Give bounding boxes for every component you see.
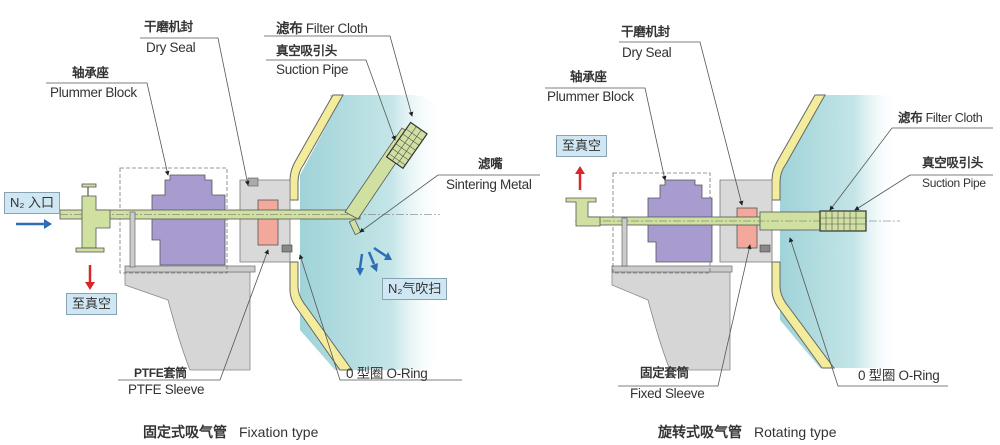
left-vessel-jacket	[289, 94, 344, 201]
right-oring-label: 0 型圈 O-Ring	[858, 368, 940, 383]
left-dry-seal-label-zh: 干磨机封	[144, 20, 193, 34]
right-filter-cloth-label-zh: 滤布	[898, 111, 923, 125]
left-oring-label: 0 型圈 O-Ring	[346, 366, 428, 381]
left-vessel-jacket-lower	[289, 261, 353, 371]
left-caption-zh: 固定式吸气管	[143, 424, 227, 440]
right-dry-seal-label-zh: 干磨机封	[621, 25, 670, 39]
leader-suction-pipe-right	[854, 174, 993, 211]
right-rotating-diagram	[545, 41, 993, 387]
right-dry-seal-label-en: Dry Seal	[622, 45, 672, 60]
leader-plummer-right	[545, 87, 667, 181]
leader-oring-right	[788, 237, 948, 387]
leader-ptfe-left	[118, 249, 269, 381]
right-vessel-jacket-lower	[771, 261, 835, 369]
left-base-plate	[124, 265, 256, 273]
left-n2-purge-arrows	[356, 246, 392, 276]
left-ptfe-label-zh: PTFE套筒	[134, 366, 187, 380]
right-vessel-jacket	[771, 94, 826, 201]
right-fixed-sleeve-label-en: Fixed Sleeve	[630, 386, 705, 401]
leader-plummer-left	[46, 82, 170, 176]
leader-sintering-left	[359, 174, 540, 233]
leader-suction-pipe-left	[266, 59, 396, 141]
right-suction-label-zh: 真空吸引头	[922, 156, 984, 170]
left-caption-en: Fixation type	[239, 424, 319, 440]
right-fixed-sleeve-label-zh: 固定套筒	[640, 366, 689, 380]
right-suction-label-en: Suction Pipe	[922, 176, 986, 190]
left-n2-purge-tag: N₂气吹扫	[382, 278, 448, 300]
leader-dry-seal-right	[619, 41, 744, 206]
left-dry-seal-label-en: Dry Seal	[146, 40, 196, 55]
left-sintering-label-zh: 滤嘴	[478, 157, 503, 171]
leader-filter-cloth-right	[829, 127, 993, 211]
left-caption: 固定式吸气管 Fixation type	[143, 422, 318, 442]
left-filter-cloth-label: 滤布 Filter Cloth	[276, 21, 368, 36]
left-sintering-nozzle	[348, 218, 362, 236]
right-caption: 旋转式吸气管 Rotating type	[658, 422, 837, 442]
left-sintering-label-en: Sintering Metal	[446, 177, 532, 192]
left-ptfe-label-en: PTFE Sleeve	[128, 382, 205, 397]
leader-dry-seal-left	[140, 37, 250, 186]
left-plummer-label-en: Plummer Block	[50, 85, 137, 100]
left-filter-cloth-label-en: Filter Cloth	[305, 21, 368, 36]
leader-oring-left	[298, 254, 462, 381]
right-suction-head	[819, 210, 867, 232]
left-to-vacuum-tag: 至真空	[66, 293, 118, 315]
right-support-stand	[611, 271, 731, 371]
left-filter-cloth-label-zh: 滤布	[276, 21, 303, 36]
left-suction-head	[385, 121, 428, 170]
right-filter-cloth-label: 滤布 Filter Cloth	[898, 111, 983, 126]
right-caption-en: Rotating type	[754, 424, 837, 440]
right-to-vacuum-tag: 至真空	[556, 135, 608, 157]
right-filter-cloth-label-en: Filter Cloth	[925, 111, 983, 125]
left-fixation-diagram	[16, 35, 540, 381]
left-plummer-label-zh: 轴承座	[72, 66, 109, 80]
left-suction-label-zh: 真空吸引头	[276, 44, 338, 58]
right-dry-seal	[736, 207, 758, 249]
left-suction-label-en: Suction Pipe	[276, 62, 349, 77]
right-vacuum-elbow	[565, 197, 601, 227]
left-n2-tee	[81, 195, 111, 249]
left-plummer-block	[151, 174, 226, 266]
right-plummer-label-en: Plummer Block	[547, 89, 634, 104]
left-dry-seal	[257, 199, 279, 246]
left-support-stand	[124, 271, 251, 371]
leader-fixed-sleeve-right	[618, 244, 752, 387]
left-n2-inlet-tag: N₂ 入口	[4, 192, 61, 214]
leader-filter-cloth-left	[264, 35, 414, 117]
right-plummer-label-zh: 轴承座	[570, 70, 607, 84]
right-caption-zh: 旋转式吸气管	[658, 424, 742, 440]
